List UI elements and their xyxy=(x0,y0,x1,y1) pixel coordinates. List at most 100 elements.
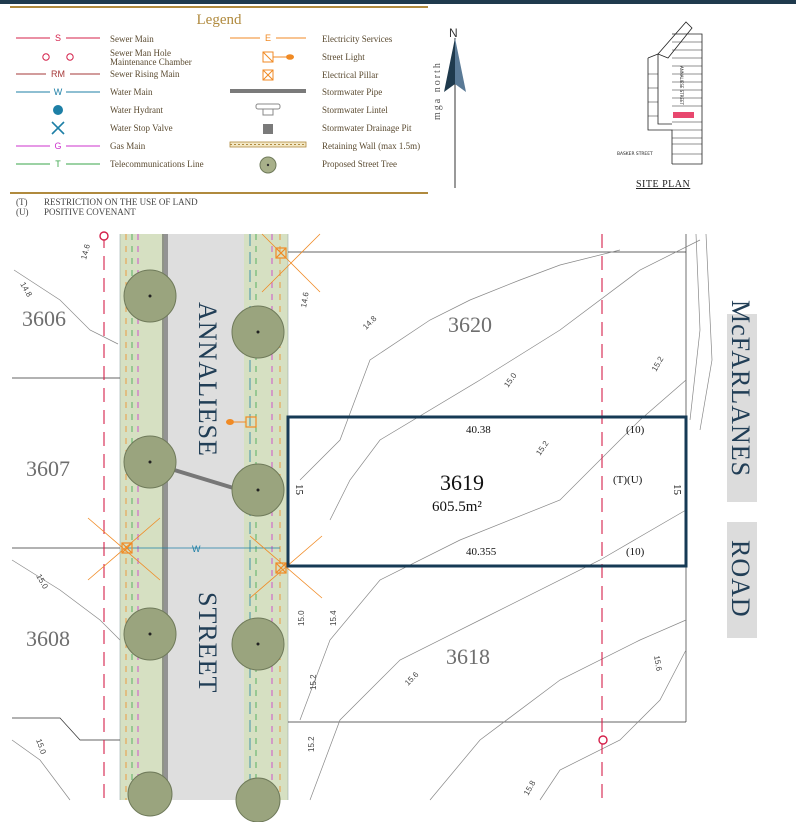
legend-electric-symbol: E xyxy=(230,33,306,43)
svg-text:RM: RM xyxy=(51,69,65,79)
lot-number: 3607 xyxy=(26,456,70,481)
svg-text:E: E xyxy=(265,33,271,43)
svg-text:G: G xyxy=(54,141,61,151)
note-restriction: (T)RESTRICTION ON THE USE OF LAND xyxy=(16,197,198,207)
contour-label: 14.6 xyxy=(299,291,311,308)
annaliese-street-label-1: ANNALIESE xyxy=(193,302,222,457)
lot-number: 3618 xyxy=(446,644,490,669)
subject-lot-area: 605.5m² xyxy=(432,499,482,515)
contour-label: 15.0 xyxy=(34,738,48,756)
subject-lot-rear: 15 xyxy=(671,484,683,495)
contour-label: 15.0 xyxy=(297,610,306,626)
lot-notes: (T)RESTRICTION ON THE USE OF LAND (U)POS… xyxy=(16,197,198,217)
contour-label: 14.8 xyxy=(361,314,379,332)
legend-label-lintel: Stormwater Lintel xyxy=(322,105,388,115)
legend-label-manhole: Sewer Man Hole xyxy=(110,48,171,58)
site-plan-street-annaliese: ANNALIESE STREET xyxy=(679,66,684,106)
subject-lot-number: 3619 xyxy=(440,470,484,495)
site-plan-diagram: ANNALIESE STREET BASKER STREET xyxy=(617,21,703,165)
svg-text:W: W xyxy=(54,87,63,97)
legend-label-water: Water Main xyxy=(110,87,153,97)
site-plan-label: SITE PLAN xyxy=(636,179,691,190)
legend-label-drainage-pit: Stormwater Drainage Pit xyxy=(322,123,412,133)
mcfarlanes-road-label-2: ROAD xyxy=(726,540,755,618)
mcfarlanes-road-label-1: McFARLANES xyxy=(726,300,755,478)
legend-top-rule xyxy=(10,6,428,8)
contour-label: 15.6 xyxy=(652,655,664,672)
annaliese-street-carriageway xyxy=(164,234,244,800)
legend-manhole-symbol xyxy=(42,53,74,61)
mcfarlanes-label-bg xyxy=(727,314,757,502)
legend-street-light-symbol xyxy=(262,51,294,63)
annaliese-street-label-2: STREET xyxy=(193,592,222,694)
water-crossing-code: W xyxy=(192,544,201,554)
subject-lot-frontage: 15 xyxy=(293,484,305,495)
legend-retaining-wall-symbol xyxy=(229,141,307,148)
legend-pillar-symbol xyxy=(262,69,274,81)
svg-text:T: T xyxy=(55,159,61,169)
legend-label-rising-main: Sewer Rising Main xyxy=(110,69,180,79)
contours xyxy=(11,233,713,801)
contour-label: 15.8 xyxy=(522,779,538,797)
subject-lot-setback-bottom: (10) xyxy=(626,546,645,558)
street-light-icon xyxy=(226,416,257,428)
legend-title: Legend xyxy=(196,12,242,28)
sewer-mains xyxy=(103,234,603,800)
subject-lot-setback-top: (10) xyxy=(626,424,645,436)
contour-label: 15.2 xyxy=(650,355,666,373)
contour-label: 15.2 xyxy=(307,736,316,752)
legend-water-symbol: W xyxy=(16,87,100,97)
lot-number: 3620 xyxy=(448,312,492,337)
subject-lot-restrictions: (T)(U) xyxy=(613,474,643,486)
legend-stop-valve-symbol xyxy=(51,121,65,135)
legend-telecom-symbol: T xyxy=(16,159,100,169)
legend-label-electric: Electricity Services xyxy=(322,34,393,44)
contour-label: 15.4 xyxy=(329,610,338,626)
north-letter: N xyxy=(449,26,458,40)
legend-label-street-light: Street Light xyxy=(322,52,365,62)
north-arrow-icon xyxy=(444,38,466,188)
legend-bottom-rule xyxy=(10,192,428,194)
legend-lintel-symbol xyxy=(255,103,281,116)
contour-label: 15.0 xyxy=(34,573,50,591)
legend-label-stop-valve: Water Stop Valve xyxy=(110,123,173,133)
subject-lot-top-length: 40.38 xyxy=(466,424,491,436)
legend-label-gas: Gas Main xyxy=(110,141,146,151)
legend-label-pillar: Electrical Pillar xyxy=(322,70,379,80)
legend-panel: Legend S RM W G xyxy=(10,6,428,196)
sewer-manhole-west xyxy=(99,231,109,241)
legend-symbols: S RM W G T xyxy=(16,33,307,174)
legend-gas-symbol: G xyxy=(16,141,100,151)
site-plan-subject-lot xyxy=(673,112,694,118)
sewer-manhole-east xyxy=(598,735,608,745)
legend-hydrant-symbol xyxy=(53,105,63,115)
top-bar xyxy=(0,0,796,4)
legend-label-hydrant: Water Hydrant xyxy=(110,105,164,115)
legend-label-sewer: Sewer Main xyxy=(110,34,154,44)
legend-street-tree-symbol xyxy=(259,156,277,174)
legend-label-retaining-wall: Retaining Wall (max 1.5m) xyxy=(322,141,421,151)
legend-label-street-tree: Proposed Street Tree xyxy=(322,159,397,169)
subdivision-map: W 14.6 14.8 15.0 xyxy=(11,231,757,822)
note-covenant: (U)POSITIVE COVENANT xyxy=(16,207,136,217)
site-plan-street-basker: BASKER STREET xyxy=(617,151,653,157)
lot-number: 3608 xyxy=(26,626,70,651)
road-label-bg xyxy=(727,522,757,638)
legend-sewer-symbol: S xyxy=(16,33,100,43)
mga-north-caption: mga north xyxy=(432,61,443,120)
lot-boundaries xyxy=(12,234,687,741)
legend-drainage-pit-symbol xyxy=(263,124,273,134)
subject-lot-boundary xyxy=(286,415,688,568)
legend-stormwater-pipe-symbol xyxy=(230,89,306,93)
contour-label: 15.2 xyxy=(309,674,318,690)
contour-label: 15.0 xyxy=(502,371,519,389)
street-light-throw-lines xyxy=(87,233,323,599)
lot-number: 3606 xyxy=(22,306,66,331)
subject-lot-bottom-length: 40.355 xyxy=(466,546,497,558)
legend-label-telecom: Telecommunications Line xyxy=(110,159,204,169)
west-verge xyxy=(120,234,164,800)
svg-text:S: S xyxy=(55,33,61,43)
contour-label: 14.8 xyxy=(18,281,34,299)
contour-label: 15.6 xyxy=(403,670,421,688)
contour-label: 15.2 xyxy=(534,439,551,457)
